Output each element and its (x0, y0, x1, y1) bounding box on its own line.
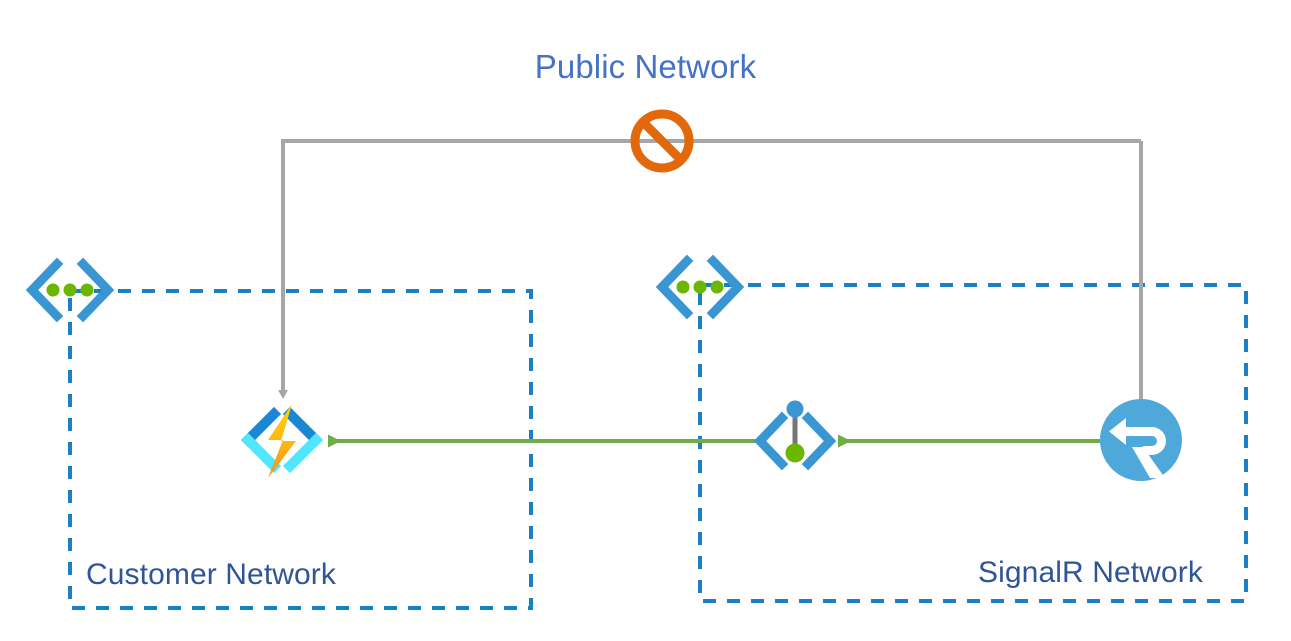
private-endpoint-icon (25, 257, 115, 323)
zone-label-customer-network: Customer Network (86, 558, 336, 591)
zone-label-signalr-network: SignalR Network (978, 556, 1203, 589)
private-link-service-icon (655, 254, 745, 320)
azure-functions-icon (240, 404, 324, 478)
azure-signalr-icon (1100, 399, 1182, 481)
zone-customer-network-box (68, 289, 533, 610)
prohibition-icon (630, 109, 694, 173)
page-title: Public Network (534, 48, 757, 85)
public-network-path (278, 139, 1143, 412)
private-link-icon (753, 400, 837, 471)
